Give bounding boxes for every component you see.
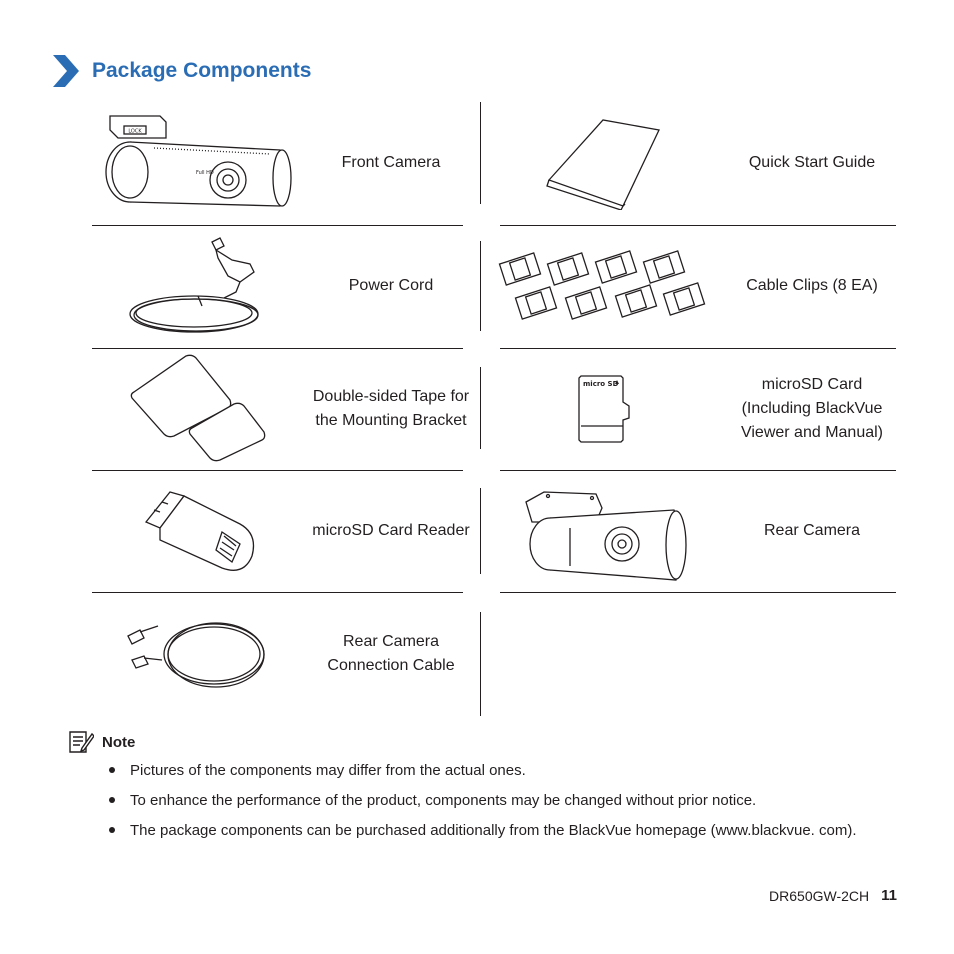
grid-divider [480,488,481,574]
grid-divider [480,367,481,449]
component-label: Quick Start Guide [748,154,876,171]
rear-camera-icon [525,491,687,581]
note-title: Note [102,733,136,751]
section-heading: Package Components [53,55,311,87]
quick-start-guide-icon [546,119,660,210]
grid-divider [500,225,896,226]
card-reader-icon [144,491,255,571]
page-number: 11 [881,887,897,904]
note-item: To enhance the performance of the produc… [107,790,907,811]
lock-label: LOCK [128,129,142,135]
note-list: Pictures of the components may differ fr… [107,760,907,850]
grid-divider [500,348,896,349]
power-cord-icon [129,237,259,333]
note-item: Pictures of the components may differ fr… [107,760,907,781]
microsd-logo: micro SD [583,380,619,388]
grid-divider [480,102,481,204]
component-label: Cable Clips (8 EA) [746,277,878,294]
grid-divider [92,348,463,349]
grid-divider [92,470,463,471]
grid-divider [92,592,463,593]
front-camera-icon: LOCK Full HD [105,115,292,207]
grid-divider [92,225,463,226]
grid-divider [480,612,481,716]
component-label: Double-sided Tape for the Mounting Brack… [312,388,470,429]
cable-clips-icon [498,250,706,320]
grid-divider [480,241,481,331]
double-sided-tape-icon [130,354,266,462]
connection-cable-icon [127,622,265,688]
page-title: Package Components [92,59,312,82]
note-heading: Note [68,730,135,754]
microsd-card-icon: micro SD [578,375,630,443]
component-label: Rear Camera [763,522,861,539]
grid-divider [500,592,896,593]
full-hd-label: Full HD [196,170,214,176]
note-icon [69,731,94,753]
model-name: DR650GW-2CH [769,887,870,904]
page-footer: DR650GW-2CH 11 [769,887,897,904]
chevron-right-icon [53,55,79,87]
component-label: Front Camera [341,154,441,171]
note-item: The package components can be purchased … [107,820,907,841]
component-label: Power Cord [348,277,434,294]
grid-divider [500,470,896,471]
component-label: microSD Card Reader [312,522,470,539]
component-label: Rear Camera Connection Cable [327,633,455,674]
component-label: microSD Card (Including BlackVue Viewer … [740,376,883,441]
